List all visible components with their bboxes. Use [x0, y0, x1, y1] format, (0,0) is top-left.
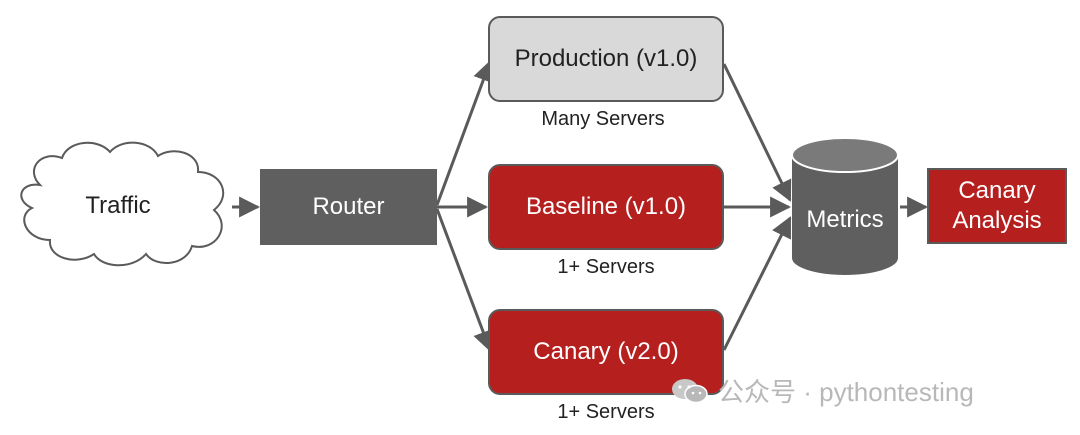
traffic-label: Traffic — [85, 192, 151, 219]
arrow-router-canary — [435, 208, 494, 352]
baseline-node: Baseline (v1.0) — [488, 164, 724, 250]
watermark-text: 公众号 · pythontesting — [718, 377, 974, 407]
canary-analysis-node: Canary Analysis — [927, 168, 1067, 244]
metrics-label: Metrics — [806, 206, 884, 233]
canary-analysis-line2: Analysis — [952, 207, 1042, 234]
canary-servers-label: 1+ Servers — [557, 401, 655, 423]
production-node: Production (v1.0) — [488, 16, 724, 102]
watermark: 公众号 · pythontesting — [670, 372, 974, 409]
wechat-icon — [672, 378, 708, 403]
arrow-canary-metrics — [722, 216, 792, 351]
traffic-cloud-shape — [20, 141, 225, 267]
arrow-production-metrics — [722, 63, 792, 202]
router-node: Router — [260, 169, 437, 245]
metrics-cylinder-shape — [791, 137, 899, 275]
arrow-router-production — [435, 60, 494, 206]
baseline-servers-label: 1+ Servers — [557, 256, 655, 278]
canary-analysis-line1: Canary — [958, 177, 1036, 204]
production-servers-label: Many Servers — [541, 108, 665, 130]
